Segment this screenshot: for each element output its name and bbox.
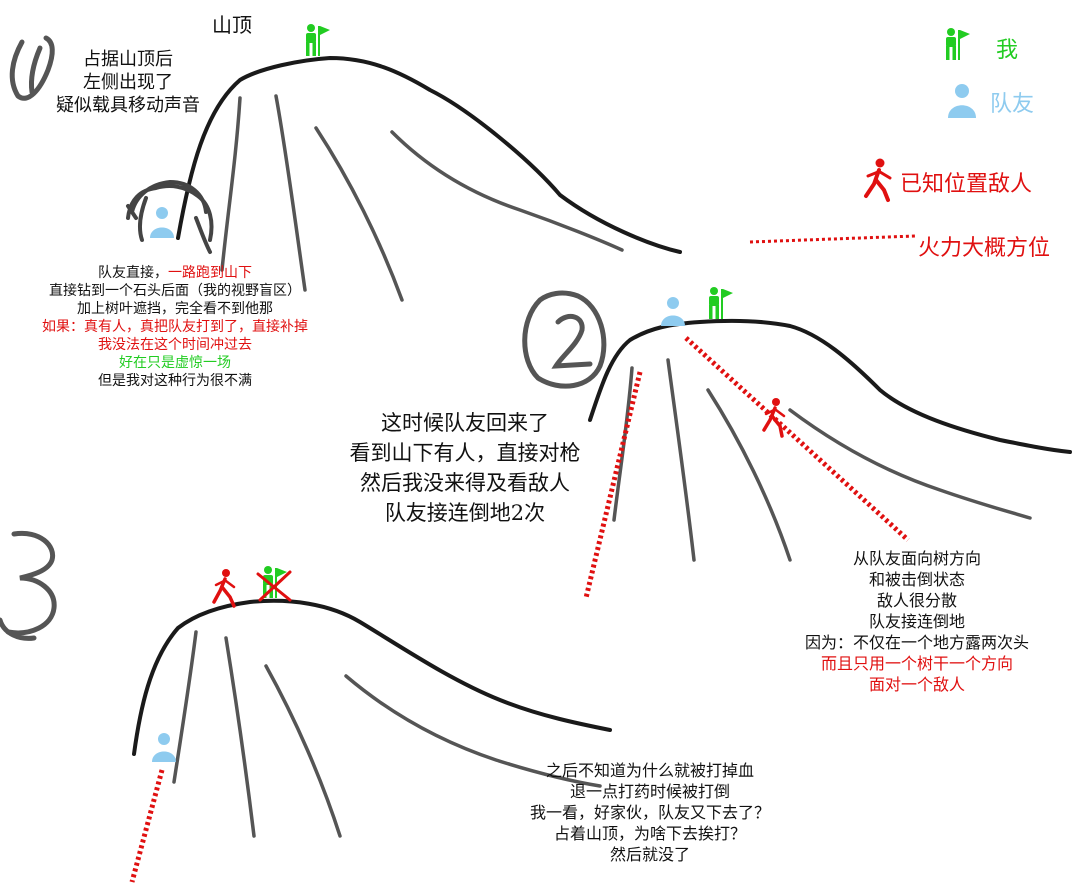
text-line: 因为：不仅在一个地方露两次头 [804,633,1029,652]
panel-1-hill [126,55,682,302]
text-line: 队友直接， [98,265,168,281]
slope-line [788,408,1032,520]
legend-teammate-icon [948,84,976,118]
fire-direction-line [129,769,165,883]
text-line: 敌人很分散 [876,591,957,610]
slope-line [224,636,256,838]
teammate-icon [661,297,685,326]
legend-fire-label: 火力大概方位 [918,236,1051,261]
enemy-icon [212,569,236,608]
text-line: 这时候队友回来了 [381,411,549,435]
legend-enemy-label: 已知位置敌人 [900,172,1033,197]
slope-line [274,94,307,292]
panel-2-analysis: 从队友面向树方向 和被击倒状态 敌人很分散 队友接连倒地 因为：不仅在一个地方露… [752,548,1080,695]
panel-2-main: 这时候队友回来了 看到山下有人，直接对枪 然后我没来得及看敌人 队友接连倒地2次 [300,408,630,528]
hill-outline [176,55,682,254]
numeral-2 [522,290,607,389]
text-line: 看到山下有人，直接对枪 [349,441,581,465]
text-line: 退一点打药时候被打倒 [569,782,730,801]
slope-line [390,130,624,252]
panel-3-text: 之后不知道为什么就被打掉血 退一点打药时候被打倒 我一看，好家伙，队友又下去了？… [470,760,830,865]
text-line: 然后我没来得及看敌人 [360,471,570,495]
text-line: 之后不知道为什么就被打掉血 [545,761,754,780]
slope-line [344,674,602,788]
panel-2-hill [583,318,1072,599]
panel-3-hill [129,598,612,883]
text-line: 但是我对这种行为很不满 [98,373,252,389]
legend-teammate-label: 队友 [990,92,1035,117]
slope-line [220,96,242,272]
fire-direction-line [583,371,643,599]
text-line: 队友接连倒地 [868,612,965,631]
rock-scribble [126,179,214,254]
panel-1-intro: 占据山顶后 左侧出现了 疑似载具移动声音 [28,48,228,117]
text-line: 加上树叶遮挡，完全看不到他那 [77,301,273,317]
text-line-red: 面对一个敌人 [868,675,965,694]
slope-line [706,388,792,562]
numeral-1 [9,35,55,101]
text-line: 和被击倒状态 [868,570,965,589]
legend-me-icon [946,28,970,60]
me-icon [306,24,330,56]
slope-line [264,664,342,838]
slope-line [666,358,696,562]
slope-line [314,126,404,302]
text-line: 疑似载具移动声音 [56,95,200,116]
text-line: 我一看，好家伙，队友又下去了？ [529,803,770,822]
text-line-red: 而且只用一个树干一个方向 [820,654,1013,673]
slope-line [172,630,198,784]
hill-outline [588,318,1072,454]
text-line: 左侧出现了 [83,72,173,93]
text-line: 从队友面向树方向 [852,549,981,568]
text-line: 占着山顶，为啥下去挨打？ [553,824,746,843]
legend-fire-line [749,234,916,244]
text-line-green: 好在只是虚惊一场 [119,355,231,371]
fire-direction-line [684,336,910,542]
text-line-red: 一路跑到山下 [168,265,252,281]
text-line: 然后就没了 [609,845,690,864]
me-icon [709,287,733,319]
text-line-red: 我没法在这个时间冲过去 [98,337,252,353]
text-line: 占据山顶后 [83,49,173,70]
text-line: 队友接连倒地2次 [384,501,546,525]
panel-1-note: 队友直接，一路跑到山下 直接钻到一个石头后面（我的视野盲区） 加上树叶遮挡，完全… [10,264,340,390]
teammate-icon [150,207,174,238]
teammate-icon [152,733,176,762]
legend-enemy-icon [864,158,892,202]
enemy-icon [762,398,786,438]
summit-label: 山顶 [212,13,252,37]
cross-mark [256,570,292,602]
text-line: 直接钻到一个石头后面（我的视野盲区） [49,283,301,299]
hill-outline [132,598,612,756]
legend-me-label: 我 [996,38,1019,63]
text-line-red: 如果：真有人，真把队友打到了，直接补掉 [42,319,308,335]
numeral-3 [0,530,57,641]
